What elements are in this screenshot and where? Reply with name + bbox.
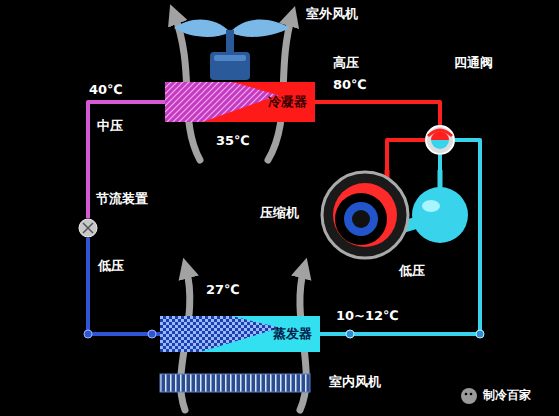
refrigerant-pipe: [320, 140, 480, 334]
watermark-icon: [461, 388, 477, 404]
four-way-valve: 四通阀: [425, 125, 455, 155]
pipe-joint: [346, 330, 354, 338]
annotation: 低压: [97, 258, 125, 274]
compressor-shape: [315, 170, 470, 260]
annotation: 27℃: [205, 282, 241, 298]
annotation: 40℃: [88, 82, 124, 98]
pipe-joint: [476, 330, 484, 338]
condenser: 冷凝器: [165, 82, 315, 122]
refrigerant-pipe: [88, 102, 165, 218]
four-way-valve-shape: [425, 125, 455, 155]
pipe-joint: [148, 330, 156, 338]
annotation: 35℃: [215, 133, 251, 149]
pipe-joint: [84, 330, 92, 338]
node-label: 压缩机: [259, 205, 300, 221]
annotation: 高压: [332, 55, 360, 71]
indoor-fan-shape: [160, 374, 310, 392]
throttle-valve: 节流装置: [78, 218, 98, 238]
node-label: 蒸发器: [273, 326, 312, 342]
indoor-fan: 室内风机: [160, 374, 310, 392]
node-label: 冷凝器: [268, 94, 307, 110]
evaporator: 蒸发器: [160, 316, 320, 352]
watermark: 制冷百家: [482, 388, 532, 402]
refrigerant-pipe: [387, 140, 425, 170]
node-label: 室外风机: [305, 6, 359, 22]
outdoor-fan: 室外风机: [170, 2, 295, 82]
refrigerant-pipe: [438, 155, 442, 170]
outdoor-fan-shape: [170, 2, 295, 82]
annotation: 低压: [398, 263, 426, 279]
node-label: 四通阀: [453, 55, 494, 71]
node-label: 节流装置: [95, 191, 149, 207]
refrigerant-pipe: [88, 238, 160, 334]
annotation: 中压: [96, 118, 124, 134]
node-label: 室内风机: [328, 374, 382, 390]
annotation: 80℃: [332, 77, 368, 93]
throttle-valve-shape: [78, 218, 98, 238]
refrigerant-pipe: [315, 102, 440, 125]
annotation: 10~12℃: [335, 308, 400, 324]
compressor: 压缩机: [315, 170, 470, 260]
